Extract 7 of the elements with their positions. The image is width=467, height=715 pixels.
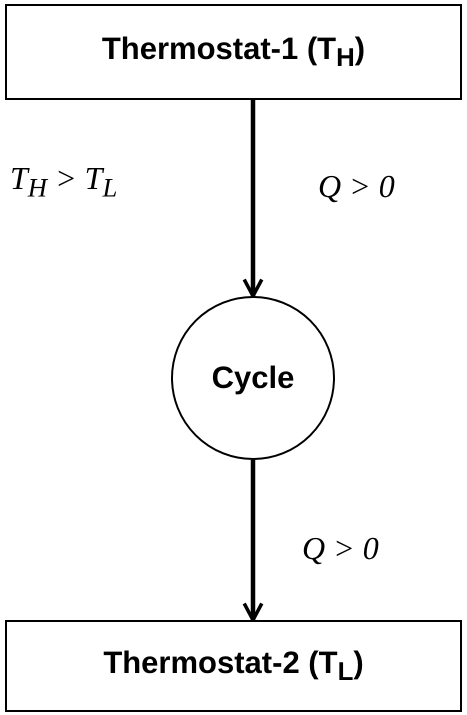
reservoir-box — [5, 4, 462, 100]
node-label: Thermostat-2 (T$_{L}$) — [103, 644, 364, 688]
node-label: Cycle — [212, 360, 294, 396]
arrow — [242, 100, 264, 298]
node-label: Thermostat-1 (T$_{H}$) — [102, 30, 366, 74]
reservoir-box — [5, 620, 462, 712]
arrow — [242, 460, 264, 622]
